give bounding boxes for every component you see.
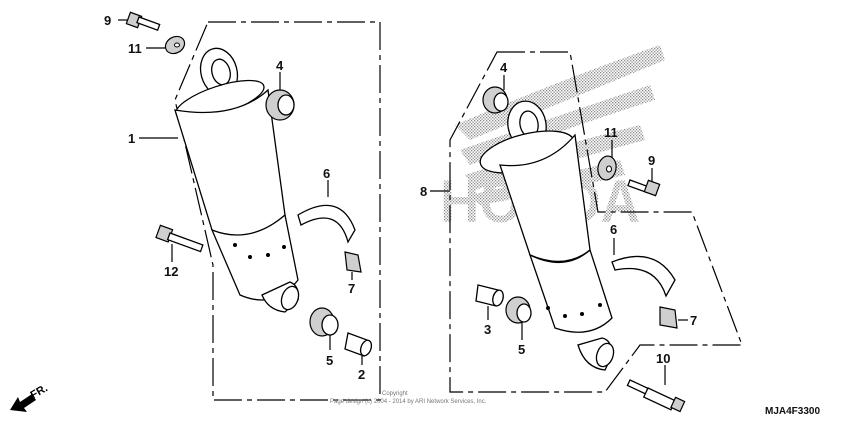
callout-1-left[interactable]: 1 [128,131,135,146]
bolt-10-right [626,379,686,413]
bolt-9-left [125,11,161,31]
collar-3-right [475,284,504,307]
callout-9-left[interactable]: 9 [104,13,111,28]
band-6-right [611,255,676,298]
bolt-12-left [155,224,204,253]
bushing-4-right [482,86,509,114]
callout-9-right[interactable]: 9 [648,153,655,168]
callout-5-right[interactable]: 5 [518,342,525,357]
callout-11-left[interactable]: 11 [128,41,142,56]
callout-2-left[interactable]: 2 [358,367,365,382]
callout-12-left[interactable]: 12 [164,264,178,279]
callout-4-left[interactable]: 4 [276,58,284,73]
callout-6-right[interactable]: 6 [610,222,617,237]
bolt-9-right [627,179,661,197]
right-assembly-boundary [449,51,743,393]
bushing-5-left [309,307,339,337]
shock-absorber-left [174,47,300,313]
callout-4-right[interactable]: 4 [500,60,508,75]
fr-label: FR. [29,382,50,401]
front-arrow-icon [10,394,36,412]
front-direction-indicator: FR. [10,382,50,412]
callout-3-right[interactable]: 3 [484,322,491,337]
diagram-code: MJA4F3300 [765,406,820,417]
callout-8-right[interactable]: 8 [420,184,427,199]
bushing-5-right [505,296,532,324]
bushing-4-left [265,89,295,121]
copyright-line-2: Page design (c) 2004 - 2014 by ARI Netwo… [330,399,487,405]
shock-absorber-right [479,100,615,371]
right-callouts: 4 11 9 8 6 7 3 5 10 [420,60,697,366]
callout-7-left[interactable]: 7 [348,281,355,296]
collar-2-left [344,332,373,357]
leader-lines [118,19,688,385]
callout-11-right[interactable]: 11 [604,125,618,140]
band-7-left [344,251,362,273]
washer-11-left [164,35,186,55]
callout-10-right[interactable]: 10 [656,351,670,366]
left-assembly-boundary [174,21,381,401]
band-6-left [297,204,356,244]
left-callouts: 9 11 1 4 6 7 12 5 2 [104,13,365,382]
washer-11-right [597,155,617,181]
band-7-right [659,306,678,329]
callout-6-left[interactable]: 6 [323,166,330,181]
copyright-line-1: Copyright [382,391,408,397]
callout-7-right[interactable]: 7 [690,313,697,328]
callout-5-left[interactable]: 5 [326,353,333,368]
